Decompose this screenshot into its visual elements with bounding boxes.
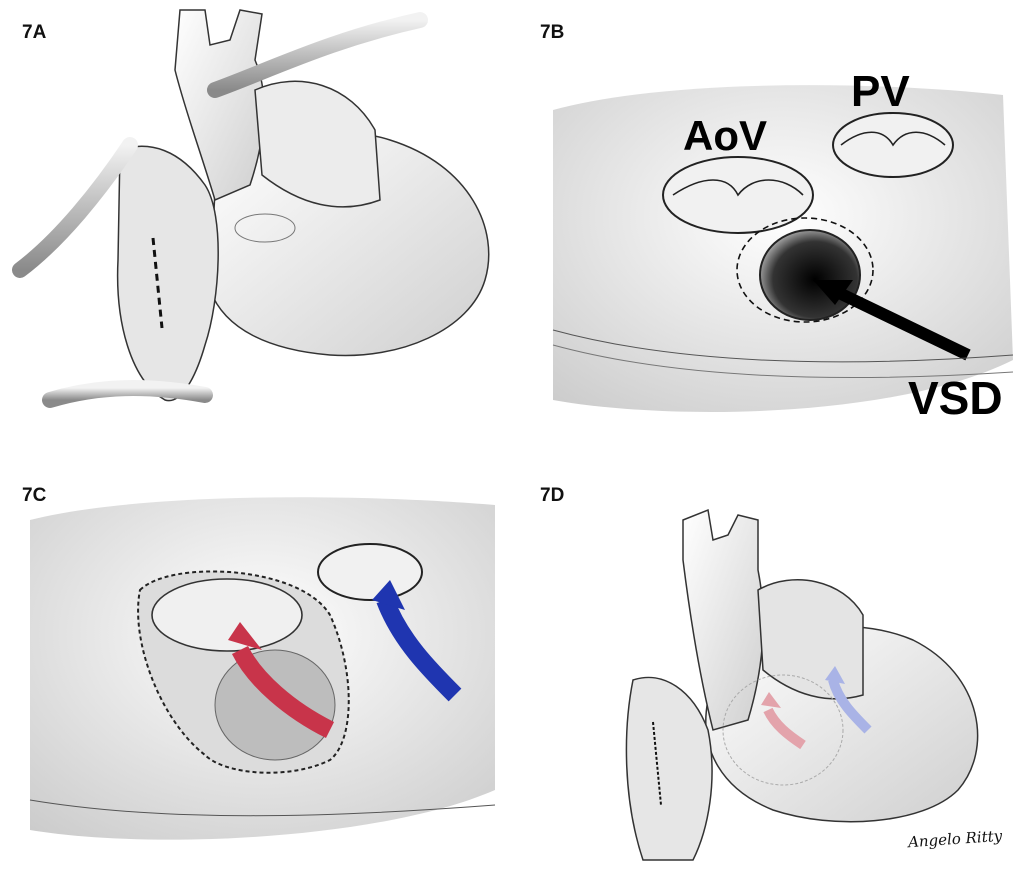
panel-label-7b: 7B [540, 22, 565, 43]
patch-repair-illustration [29, 497, 496, 840]
vsd-interior-illustration [552, 85, 1014, 412]
panel-7a: 7A [0, 0, 513, 440]
panel-label-7d: 7D [540, 485, 565, 506]
heart-exterior-illustration [12, 9, 490, 408]
panel-7b: 7B AoV PV VSD [513, 0, 1026, 440]
aov-label: AoV [683, 112, 767, 159]
panel-label-7c: 7C [22, 485, 47, 506]
panel-7c: 7C [0, 440, 513, 881]
panel-7d: 7D Angelo Ritty [513, 440, 1026, 881]
vsd-label: VSD [908, 372, 1003, 424]
pv-label: PV [851, 67, 910, 116]
panel-label-7a: 7A [22, 22, 47, 43]
closed-heart-illustration [625, 508, 979, 861]
